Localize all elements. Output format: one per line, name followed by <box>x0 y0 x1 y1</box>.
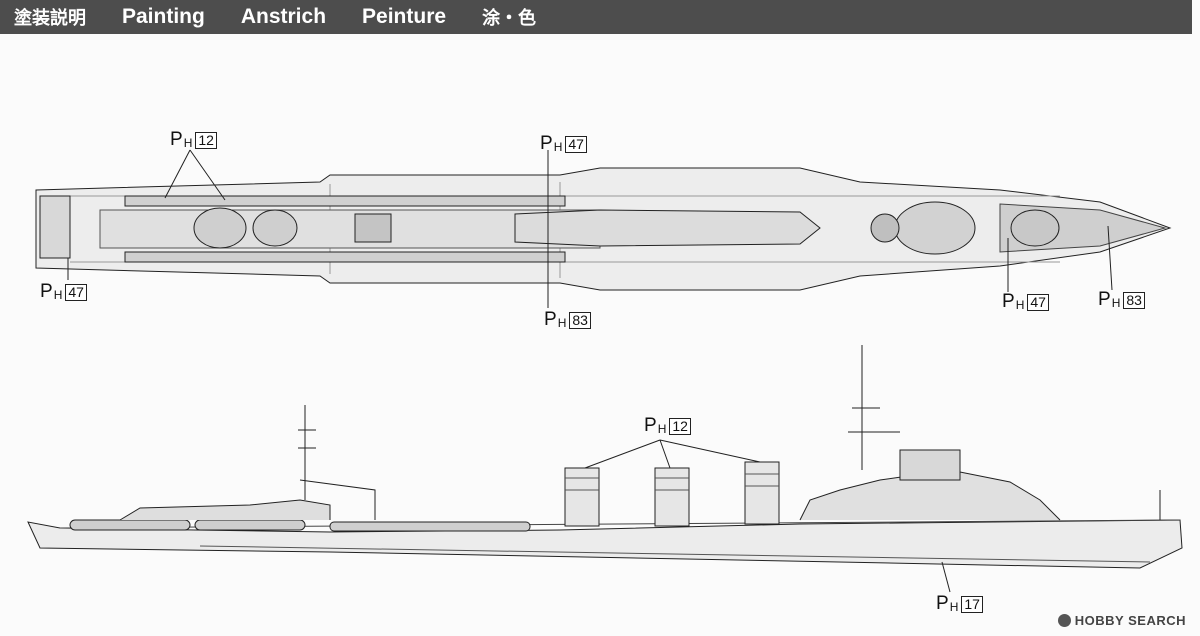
aft-turret-2 <box>252 209 298 247</box>
callout-code: 47 <box>65 284 87 301</box>
title-chinese: 涂・色 <box>482 8 537 29</box>
callout-sub: H <box>553 140 563 154</box>
callout-letter: P <box>540 133 553 154</box>
forward-turret <box>1010 209 1060 247</box>
callout-code: 12 <box>195 132 217 149</box>
title-english: Painting <box>122 5 205 28</box>
callout-letter: P <box>936 593 949 614</box>
torpedo-mount-side-2 <box>194 519 306 531</box>
title-french: Peinture <box>362 5 447 28</box>
callout-letter: P <box>40 281 53 302</box>
watermark-text: HOBBY SEARCH <box>1074 613 1186 628</box>
callout-sub: H <box>53 288 63 302</box>
side-view <box>27 345 1183 593</box>
funnel-side-1 <box>564 467 600 527</box>
callout-code: 17 <box>961 596 983 613</box>
crane <box>299 479 376 520</box>
title-bar: 塗装説明 Painting Anstrich Peinture 涂・色 <box>0 0 1200 34</box>
torpedo-tube-lower <box>124 251 566 263</box>
callout-code: 47 <box>1027 294 1049 311</box>
forward-superstructure <box>894 201 976 255</box>
leader-top-12 <box>164 149 226 201</box>
funnel-side-2 <box>654 467 690 527</box>
callout-letter: P <box>170 129 183 150</box>
callout-sub: H <box>1015 298 1025 312</box>
mid-superstructure <box>514 209 821 247</box>
aft-turret-1 <box>193 207 247 249</box>
leader-side-17 <box>941 561 951 593</box>
callout-letter: P <box>1098 289 1111 310</box>
bridge-turret <box>870 213 900 243</box>
callout-sub: H <box>657 422 667 436</box>
callout-code: 83 <box>1123 292 1145 309</box>
watermark: HOBBY SEARCH <box>1057 613 1186 628</box>
side-waterline <box>199 545 1151 563</box>
callout-sub: H <box>557 316 567 330</box>
aft-superstructure <box>119 499 331 521</box>
leader-side-12 <box>584 439 761 469</box>
header-edge <box>1192 0 1200 34</box>
callout-letter: P <box>544 309 557 330</box>
title-german: Anstrich <box>240 5 327 28</box>
callout-sub: H <box>183 136 193 150</box>
callout-letter: P <box>644 415 657 436</box>
aft-mast <box>298 405 316 500</box>
torpedo-mount-side-3 <box>329 521 531 532</box>
callout-sub: H <box>949 600 959 614</box>
top-view <box>35 149 1172 308</box>
foremast <box>848 345 900 470</box>
callout-code: 83 <box>569 312 591 329</box>
callout-code: 47 <box>565 136 587 153</box>
funnel-side-3 <box>744 461 780 525</box>
stern-deck <box>39 195 71 259</box>
leader-top-83-right <box>1107 225 1113 291</box>
funnel-bands <box>565 473 779 491</box>
aft-deckhouse <box>354 213 392 243</box>
callout-letter: P <box>1002 291 1015 312</box>
torpedo-mount-side-1 <box>69 519 191 531</box>
bridge-block <box>899 449 961 481</box>
callout-sub: H <box>1111 296 1121 310</box>
torpedo-tube-upper <box>124 195 566 207</box>
callout-code: 12 <box>669 418 691 435</box>
watermark-logo-icon <box>1057 614 1071 627</box>
title-japanese: 塗装説明 <box>14 8 86 29</box>
